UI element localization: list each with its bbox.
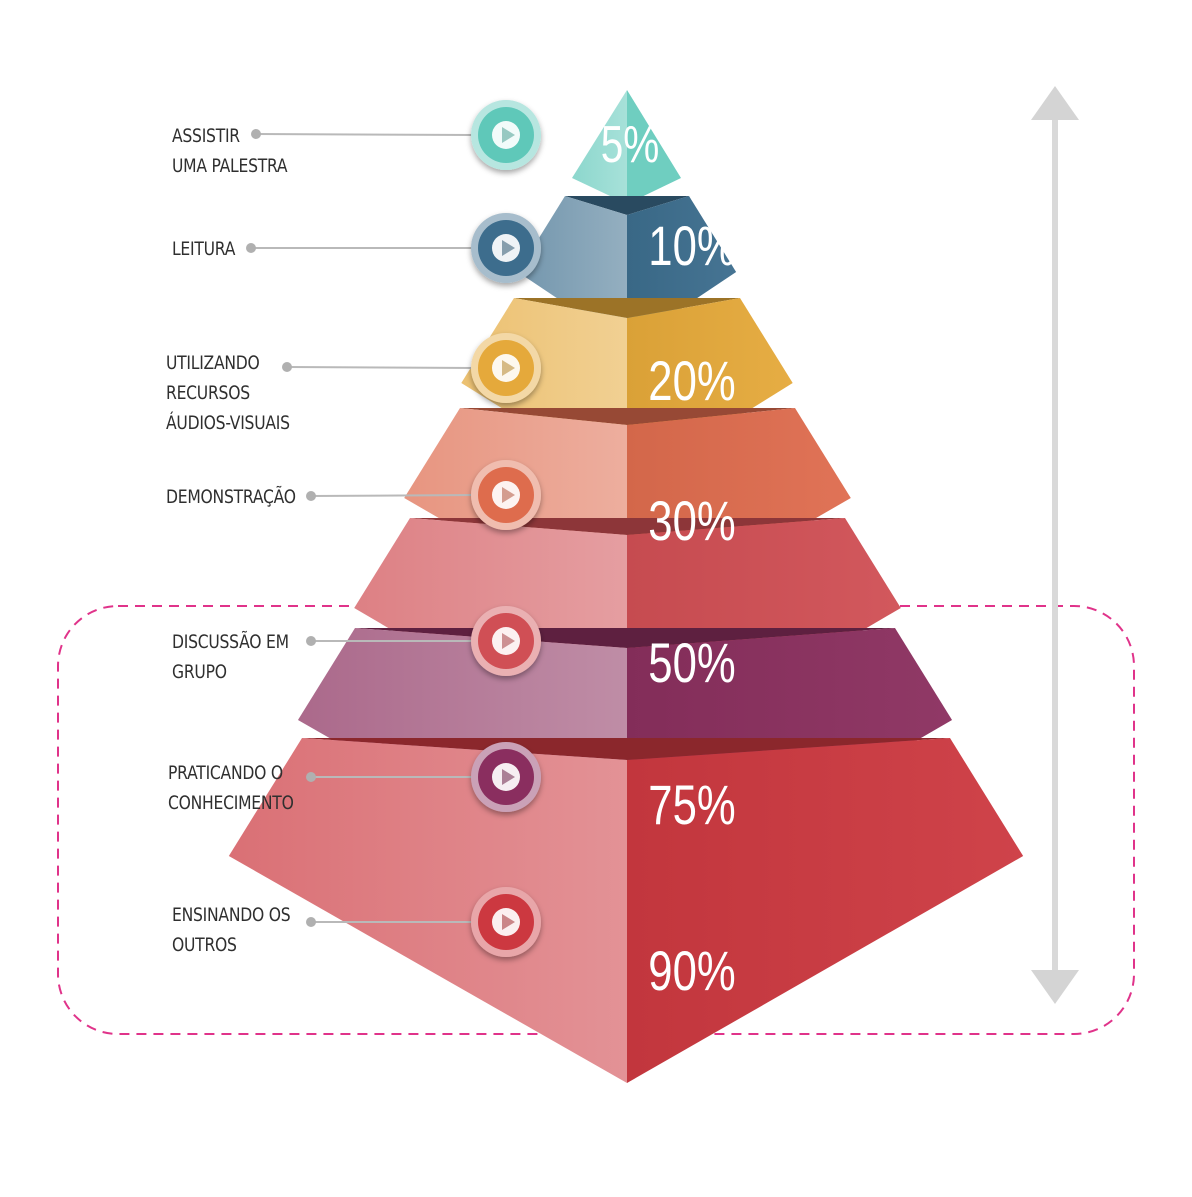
connector-dot <box>306 636 316 646</box>
percent-label: 90% <box>648 940 735 1002</box>
pyramid-layer-1 <box>572 90 681 204</box>
connector-line <box>310 494 477 497</box>
play-button-3[interactable] <box>471 333 541 403</box>
arrow-up-icon <box>1031 86 1079 120</box>
label-line: RECURSOS <box>166 382 250 404</box>
percent-label: 20% <box>648 350 735 412</box>
layer-top-face <box>460 408 795 425</box>
percent-labels: 5% 10% 20% 30% 50% 75% 90% <box>601 115 736 1002</box>
label-line: CONHECIMENTO <box>168 792 294 814</box>
play-button-4[interactable] <box>471 460 541 530</box>
level-label-4: DEMONSTRAÇÃO <box>166 482 296 512</box>
play-icon <box>502 360 515 376</box>
label-line: GRUPO <box>172 661 227 683</box>
layer-right-face <box>627 90 681 204</box>
level-label-7: ENSINANDO OS OUTROS <box>172 900 291 960</box>
play-button-6[interactable] <box>471 742 541 812</box>
play-button-5[interactable] <box>471 606 541 676</box>
play-icon <box>502 240 515 256</box>
play-icon <box>502 633 515 649</box>
connector-dot <box>251 129 261 139</box>
play-button-2[interactable] <box>471 213 541 283</box>
connector-line <box>255 133 477 136</box>
percent-label: 10% <box>648 215 735 277</box>
level-label-1: ASSISTIR UMA PALESTRA <box>172 121 288 181</box>
play-button-7[interactable] <box>471 887 541 957</box>
scale-arrow <box>1031 86 1079 1004</box>
label-line: PRATICANDO O <box>168 762 283 784</box>
label-line: UMA PALESTRA <box>172 155 288 177</box>
play-icon <box>502 769 515 785</box>
connector-line <box>286 366 477 369</box>
connector-dot <box>306 917 316 927</box>
percent-label: 5% <box>601 115 660 173</box>
connector-dot <box>306 491 316 501</box>
label-connectors <box>246 129 477 927</box>
label-line: LEITURA <box>172 238 236 260</box>
pyramid-layer-7 <box>228 738 1024 1083</box>
play-icon <box>502 487 515 503</box>
layer-left-face <box>572 90 627 204</box>
percent-label: 50% <box>648 632 735 694</box>
layer-left-face <box>228 738 627 1083</box>
percent-label: 75% <box>648 774 735 836</box>
label-line: ÁUDIOS-VISUAIS <box>166 412 290 434</box>
play-icon <box>502 914 515 930</box>
layer-top-face <box>514 298 740 318</box>
layer-top-face <box>565 196 689 215</box>
level-label-5: DISCUSSÃO EM GRUPO <box>172 627 289 687</box>
label-line: DISCUSSÃO EM <box>172 631 289 653</box>
pyramid-layers <box>228 90 1024 1083</box>
connector-dot <box>282 362 292 372</box>
label-line: UTILIZANDO <box>166 352 260 374</box>
label-line: OUTROS <box>172 934 237 956</box>
label-line: ASSISTIR <box>172 125 240 147</box>
play-icon <box>502 127 515 143</box>
level-label-2: LEITURA <box>172 234 235 264</box>
percent-label: 30% <box>648 490 735 552</box>
label-line: DEMONSTRAÇÃO <box>166 486 296 508</box>
label-line: ENSINANDO OS <box>172 904 291 926</box>
arrow-down-icon <box>1031 970 1079 1004</box>
connector-dot <box>246 243 256 253</box>
level-label-3: UTILIZANDO RECURSOS ÁUDIOS-VISUAIS <box>166 348 290 438</box>
layer-right-face <box>627 738 1024 1083</box>
connector-dot <box>306 772 316 782</box>
level-buttons <box>471 100 541 957</box>
layer-top-face <box>302 738 950 760</box>
level-label-6: PRATICANDO O CONHECIMENTO <box>168 758 294 818</box>
play-button-1[interactable] <box>471 100 541 170</box>
